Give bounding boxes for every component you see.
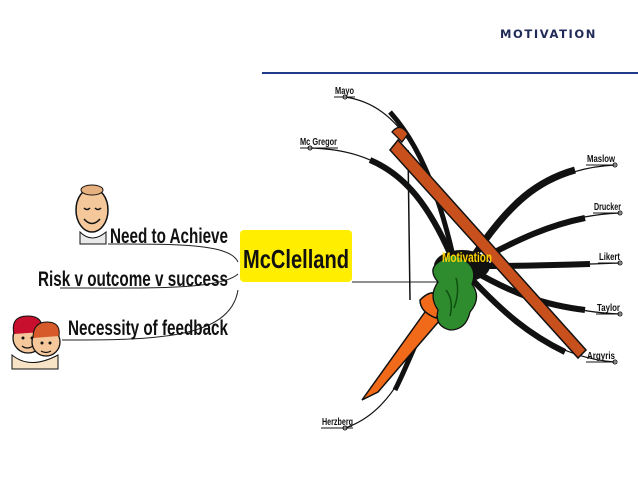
central-topic-label: McClelland <box>243 244 349 274</box>
theorist-label-maslow: Maslow <box>587 154 615 165</box>
theorist-label-mayo: Mayo <box>335 86 354 97</box>
page-title: MOTIVATION <box>500 27 597 41</box>
two-faces-icon <box>11 315 61 370</box>
theorist-label-mc-gregor: Mc Gregor <box>300 137 337 148</box>
branch-label-need-to-achieve: Need to Achieve <box>110 225 228 248</box>
theorist-label-likert: Likert <box>599 252 621 263</box>
smiling-face-icon <box>75 184 109 245</box>
theorist-underlines <box>300 96 621 429</box>
central-topic-box <box>240 230 352 282</box>
carrot-and-stick-icon <box>361 126 588 401</box>
left-branch-lines <box>59 243 440 341</box>
hub-label: Motivation <box>442 249 492 265</box>
theorist-label-taylor: Taylor <box>597 303 620 314</box>
branch-label-necessity-of-feedback: Necessity of feedback <box>68 317 228 340</box>
branch-line-feedback <box>61 289 239 341</box>
theorist-label-herzberg: Herzberg <box>322 417 353 428</box>
header-divider <box>262 72 638 74</box>
theorist-label-argyris: Argyris <box>587 351 615 362</box>
branch-line-risk <box>59 273 239 289</box>
branch-label-risk-outcome-success: Risk v outcome v success <box>38 268 228 291</box>
theorist-label-drucker: Drucker <box>594 202 621 213</box>
branch-line-achieve <box>107 243 239 263</box>
